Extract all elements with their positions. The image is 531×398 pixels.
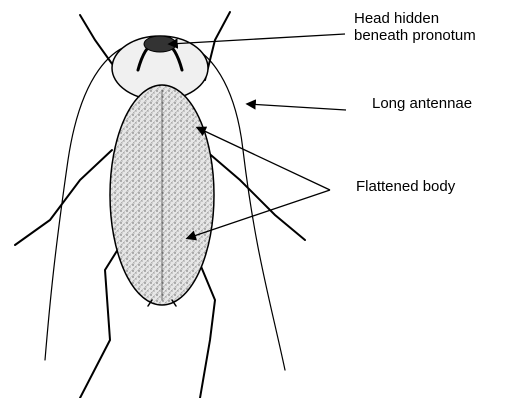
antennae-pointer-line xyxy=(248,104,346,110)
label-antennae: Long antennae xyxy=(372,95,472,112)
left-middle-leg xyxy=(15,150,112,245)
label-head: Head hidden beneath pronotum xyxy=(354,10,476,44)
head-pointer-line xyxy=(170,34,345,44)
body-pointer-line-upper xyxy=(198,128,330,190)
cockroach-illustration xyxy=(15,12,305,398)
label-body: Flattened body xyxy=(356,178,455,195)
